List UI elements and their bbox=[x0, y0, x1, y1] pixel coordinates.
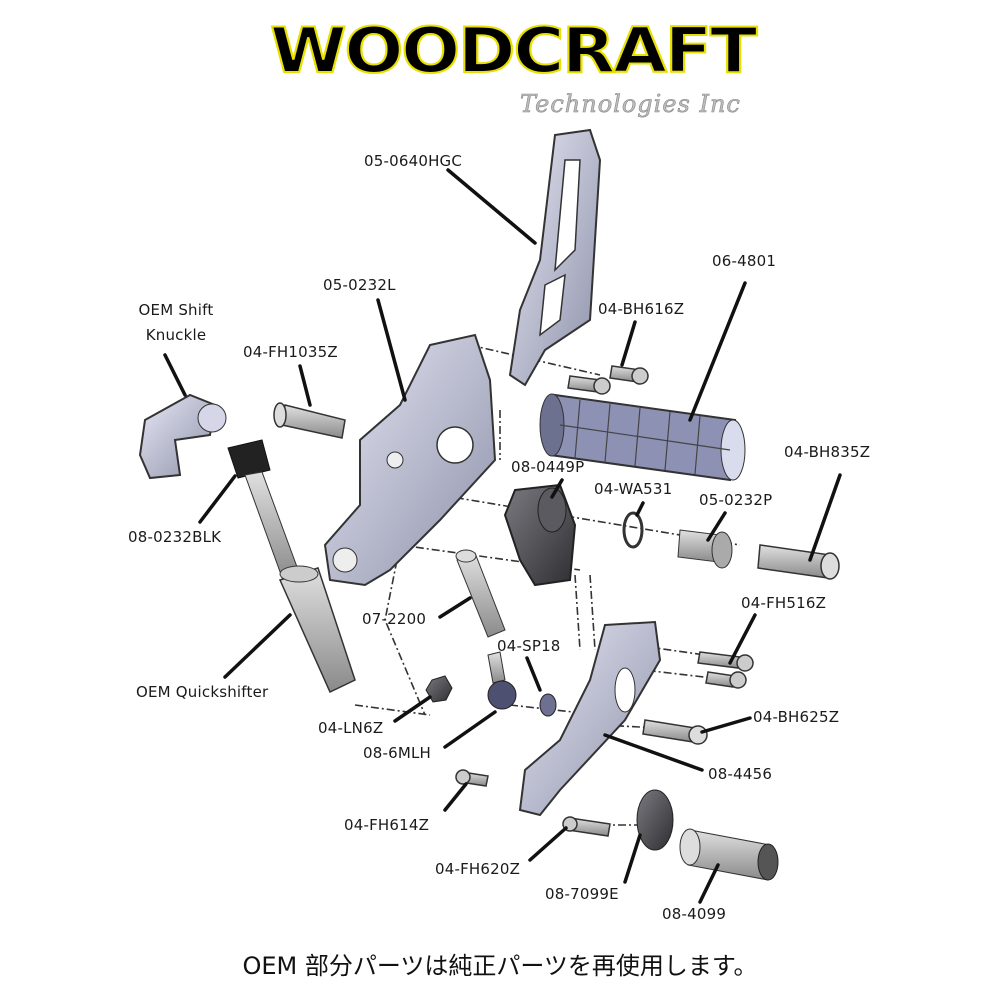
label-oem-shift: OEM Shift bbox=[138, 301, 214, 319]
label-04-FH516Z: 04-FH516Z bbox=[741, 594, 827, 612]
caption: OEM 部分パーツは純正パーツを再使用します。 bbox=[242, 952, 758, 980]
label-08-4099: 08-4099 bbox=[662, 905, 727, 923]
label-04-BH625Z: 04-BH625Z bbox=[753, 708, 840, 726]
spacer-part bbox=[539, 693, 557, 717]
label-08-7099E: 08-7099E bbox=[545, 885, 619, 903]
hanger-part bbox=[508, 128, 602, 387]
quickshifter-part bbox=[227, 439, 356, 694]
label-08-0449P: 08-0449P bbox=[511, 458, 585, 476]
pivot-part bbox=[677, 529, 733, 569]
label-05-0232L: 05-0232L bbox=[323, 276, 396, 294]
lever-part bbox=[518, 620, 662, 817]
label-04-WA531: 04-WA531 bbox=[594, 480, 673, 498]
grip-part bbox=[539, 393, 746, 482]
label-08-6MLH: 08-6MLH bbox=[363, 744, 432, 762]
label-06-4801: 06-4801 bbox=[712, 252, 777, 270]
pivot-block-part bbox=[503, 483, 577, 587]
label-04-FH614Z: 04-FH614Z bbox=[344, 816, 430, 834]
label-04-LN6Z: 04-LN6Z bbox=[318, 719, 384, 737]
rod-end-part bbox=[487, 651, 517, 710]
logo-brand: WOODCRAFT bbox=[269, 14, 759, 87]
label-04-SP18: 04-SP18 bbox=[497, 637, 561, 655]
label-08-4456: 08-4456 bbox=[708, 765, 773, 783]
leader-lines bbox=[163, 168, 842, 904]
label-oem-quickshifter: OEM Quickshifter bbox=[136, 683, 269, 701]
washer-part bbox=[622, 511, 644, 549]
label-05-0640HGC: 05-0640HGC bbox=[364, 152, 463, 170]
label-oem-shift-knuckle: OEM Shift Knuckle bbox=[126, 298, 226, 348]
woodcraft-logo: WOODCRAFT Technologies Inc bbox=[269, 19, 759, 120]
label-knuckle: Knuckle bbox=[145, 326, 207, 344]
label-08-0232BLK: 08-0232BLK bbox=[128, 528, 222, 546]
nut-part bbox=[425, 675, 453, 703]
bolts bbox=[273, 365, 840, 837]
shift-knuckle-part bbox=[138, 393, 227, 480]
label-04-FH620Z: 04-FH620Z bbox=[435, 860, 521, 878]
peg-part bbox=[679, 828, 779, 881]
label-04-BH835Z: 04-BH835Z bbox=[784, 443, 871, 461]
label-04-BH616Z: 04-BH616Z bbox=[598, 300, 685, 318]
label-04-FH1035Z: 04-FH1035Z bbox=[243, 343, 338, 361]
peg-mount-part bbox=[636, 789, 674, 851]
link-rod-part bbox=[455, 549, 506, 638]
logo-subtitle: Technologies Inc bbox=[520, 90, 741, 119]
label-05-0232P: 05-0232P bbox=[699, 491, 773, 509]
label-07-2200: 07-2200 bbox=[362, 610, 427, 628]
mounting-plate-part bbox=[323, 333, 497, 587]
